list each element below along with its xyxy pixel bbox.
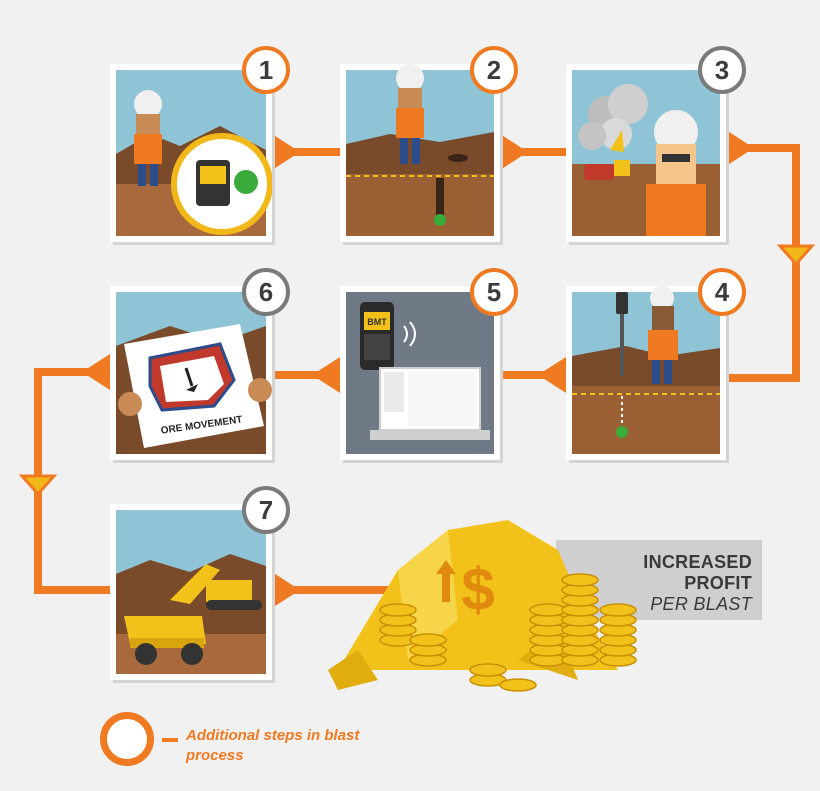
legend-text: Additional steps in blast process xyxy=(186,727,360,764)
step-6-badge: 6 xyxy=(242,268,290,316)
down-arrow-right xyxy=(776,244,816,267)
legend-circle-icon xyxy=(100,712,154,766)
step-3-panel xyxy=(566,64,726,242)
step-7-panel xyxy=(110,504,272,680)
gold-pile-illustration: $ xyxy=(328,520,637,692)
step-6-panel: ORE MOVEMENT xyxy=(110,286,272,460)
result-line-3: PER BLAST xyxy=(650,594,752,614)
dollar-icon: $ xyxy=(461,556,494,623)
step-3-badge: 3 xyxy=(698,46,746,94)
step-2-panel xyxy=(340,64,500,242)
step-5-badge: 5 xyxy=(470,268,518,316)
down-arrow-left xyxy=(18,474,58,497)
step-7-badge: 7 xyxy=(242,486,290,534)
device-logo: BMT xyxy=(367,317,387,327)
result-line-1: INCREASED xyxy=(643,552,752,572)
step-1-panel xyxy=(110,64,272,242)
step-4-panel xyxy=(566,286,726,460)
step-1-badge: 1 xyxy=(242,46,290,94)
legend-dash xyxy=(162,738,178,742)
result-line-2: PROFIT xyxy=(684,573,752,593)
step-2-badge: 2 xyxy=(470,46,518,94)
step-4-badge: 4 xyxy=(698,268,746,316)
step-5-panel: BMT xyxy=(340,286,500,460)
